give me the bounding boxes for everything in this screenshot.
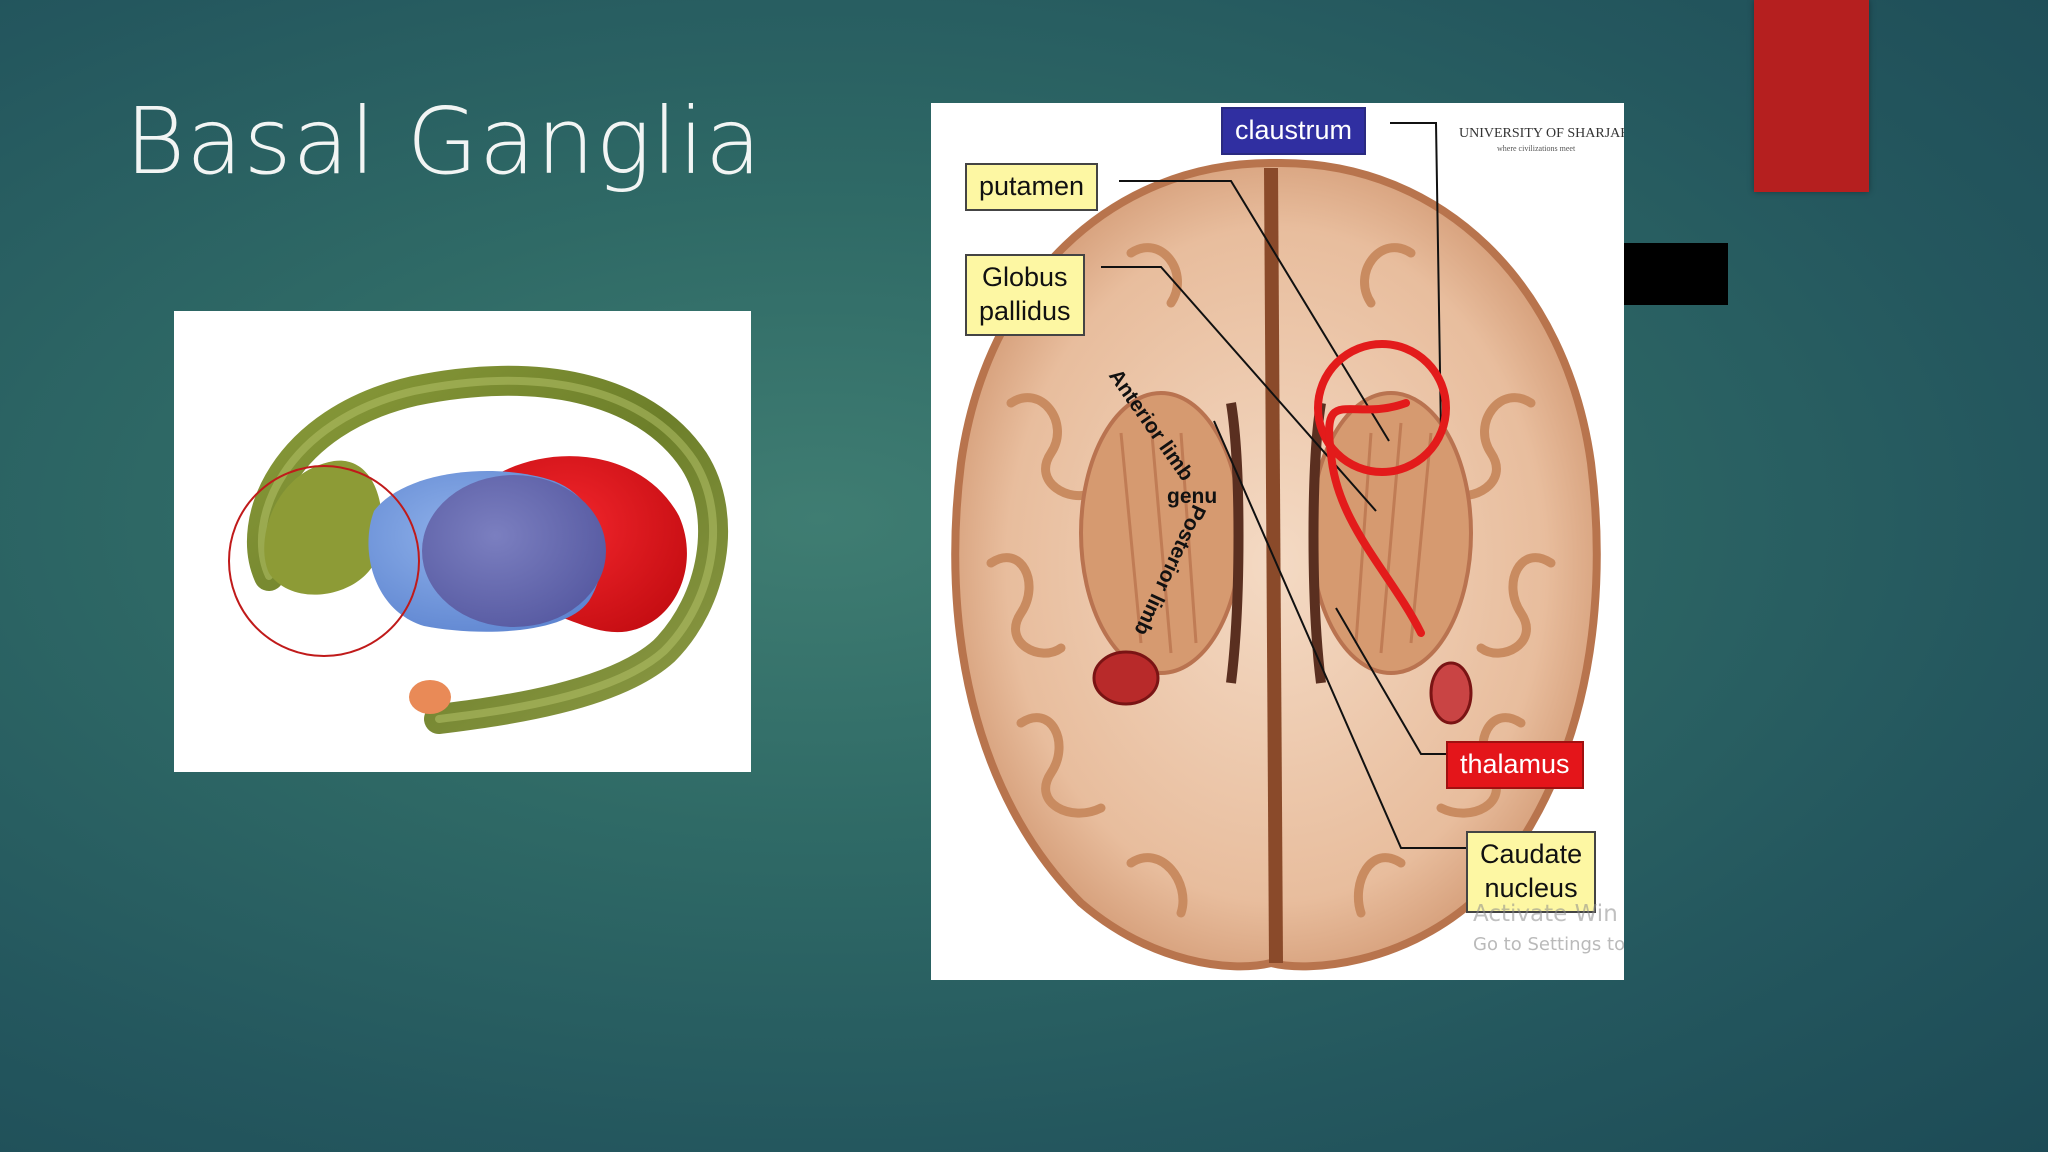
label-caudate-line1: Caudate [1480, 839, 1583, 869]
university-tagline: where civilizations meet [1497, 144, 1576, 153]
brain-section-figure: claustrum putamen Globus pallidus thalam… [931, 103, 1624, 980]
slide-title: Basal Ganglia [125, 88, 763, 195]
label-caudate-nucleus: Caudate nucleus [1466, 831, 1597, 913]
activation-watermark-line2: Go to Settings to [1473, 934, 1624, 955]
brain-section-icon [951, 122, 1601, 971]
university-logo: UNIVERSITY OF SHARJAH [1459, 126, 1624, 141]
activation-watermark-line1: Activate Win [1473, 901, 1618, 927]
annotation-genu: genu [1167, 485, 1218, 508]
label-globus-line1: Globus [982, 262, 1068, 292]
label-thalamus: thalamus [1446, 741, 1584, 789]
label-globus-pallidus: Globus pallidus [965, 254, 1085, 336]
red-accent-tab [1754, 0, 1869, 192]
label-caudate-line2: nucleus [1484, 872, 1578, 903]
basal-ganglia-model-icon [228, 365, 728, 734]
label-putamen: putamen [965, 163, 1099, 211]
label-globus-line2: pallidus [979, 295, 1071, 326]
label-claustrum: claustrum [1221, 107, 1367, 155]
basal-ganglia-model-figure [174, 311, 751, 772]
